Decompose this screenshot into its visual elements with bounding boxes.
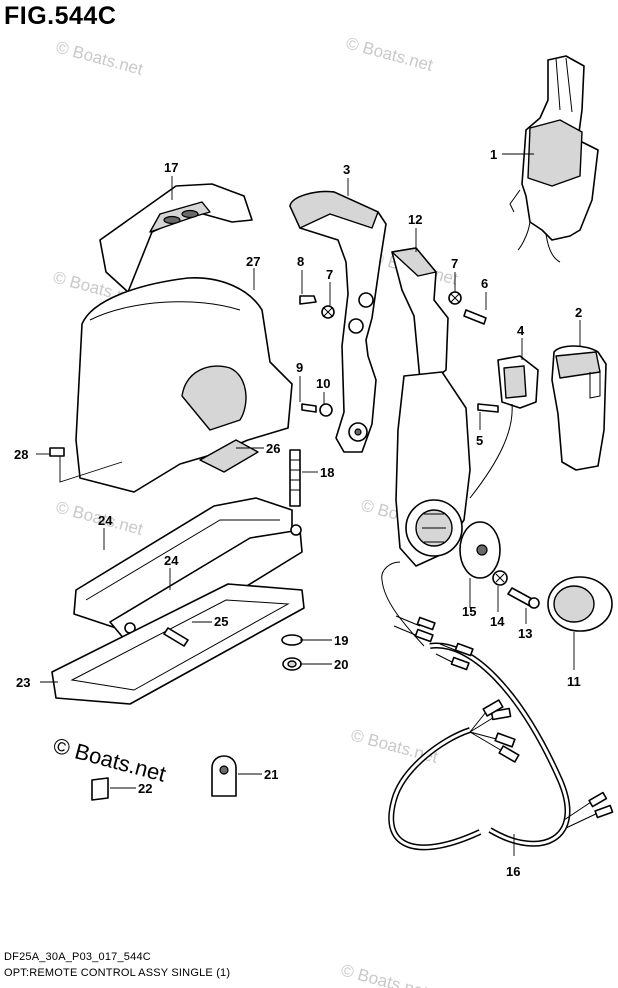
part-2-handle-grip [551,345,607,471]
callout-10: 10 [316,376,330,391]
callout-23: 23 [16,675,30,690]
leader-lines [36,153,581,856]
callout-9: 9 [296,360,303,375]
part-15-washer-plate [459,521,501,579]
callout-3: 3 [343,162,350,177]
callout-19: 19 [334,633,348,648]
watermark-feature: © Boats.net [51,733,169,787]
part-25-screw [163,627,189,647]
callout-7b: 7 [451,256,458,271]
footer-description: OPT:REMOTE CONTROL ASSY SINGLE (1) [4,967,231,979]
callout-14: 14 [490,614,505,629]
part-10-washer [319,403,333,417]
part-11-cap [547,576,613,632]
callout-22: 22 [138,781,152,796]
callout-17: 17 [164,160,178,175]
figure-title: FIG.544C [4,2,117,30]
part-13-bolt [507,587,540,609]
callout-27: 27 [246,254,260,269]
callout-5: 5 [476,433,483,448]
part-18-bolt [289,449,301,507]
callout-28: 28 [14,447,28,462]
watermark: © Boats.net [339,961,430,988]
callout-18: 18 [320,465,334,480]
part-27-housing-cover [75,277,293,493]
part-9-screw [301,403,317,413]
part-21-clip [211,755,237,797]
part-8-screw [299,295,317,305]
part-14-lockwasher [492,570,508,586]
callout-labels: 1 2 3 4 5 6 7 7 8 9 10 11 12 13 14 15 16… [14,147,582,879]
callout-8: 8 [297,254,304,269]
callout-1: 1 [490,147,497,162]
callout-21: 21 [264,767,278,782]
callout-6: 6 [481,276,488,291]
footer-drawing-code: DF25A_30A_P03_017_544C [4,951,151,963]
callout-26: 26 [266,441,280,456]
watermark: © Boats.net [54,38,145,79]
callout-13: 13 [518,626,532,641]
callout-15: 15 [462,604,476,619]
part-16-wire-harness [381,561,614,851]
callout-4: 4 [517,323,525,338]
part-1-remote-control-box [509,55,599,263]
callout-7a: 7 [326,267,333,282]
watermark: © Boats.net [344,34,435,75]
part-19-washer [281,634,303,646]
part-4-switch [469,355,539,499]
part-28-screw [49,447,65,457]
callout-25: 25 [214,614,228,629]
callout-2: 2 [575,305,582,320]
part-3-lever-arm [289,190,387,453]
part-12-main-lever [391,247,471,567]
callout-24b: 24 [164,553,179,568]
callout-12: 12 [408,212,422,227]
part-23-gasket [51,583,305,705]
part-5-screw [477,403,499,413]
callout-16: 16 [506,864,520,879]
part-22-clip [91,777,109,801]
callout-24a: 24 [98,513,113,528]
part-17-top-cover [99,183,253,293]
callout-11: 11 [567,674,581,689]
callout-20: 20 [334,657,348,672]
part-6-screw [463,309,487,325]
watermark: © Boats.net [349,726,440,767]
